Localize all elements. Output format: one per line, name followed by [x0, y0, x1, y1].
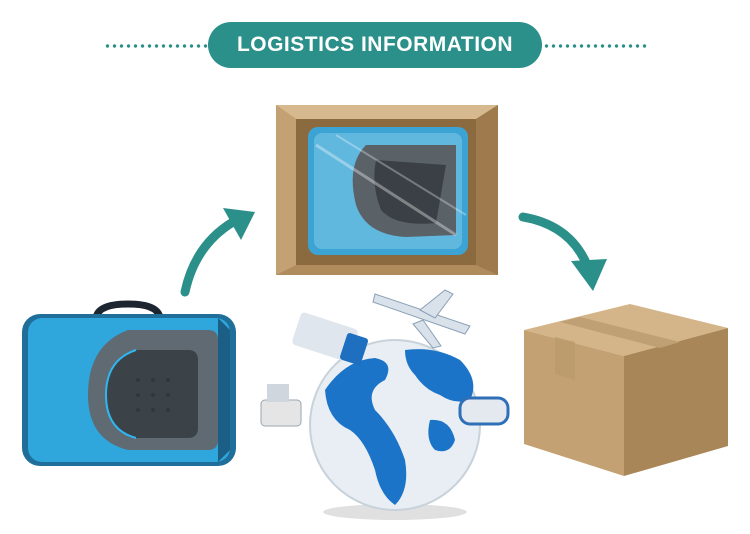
- open-shipping-box-image: [276, 105, 498, 275]
- dotted-divider-left: [104, 44, 208, 48]
- curved-arrow-up-icon: [180, 208, 255, 297]
- pet-carrier-bag-image: [22, 300, 236, 466]
- globe-transport-image: [260, 289, 510, 520]
- curved-arrow-down-icon: [518, 212, 607, 291]
- header: LOGISTICS INFORMATION: [0, 22, 750, 68]
- closed-shipping-box-image: [524, 304, 728, 476]
- dotted-divider-right: [543, 44, 649, 48]
- page-title: LOGISTICS INFORMATION: [208, 22, 542, 68]
